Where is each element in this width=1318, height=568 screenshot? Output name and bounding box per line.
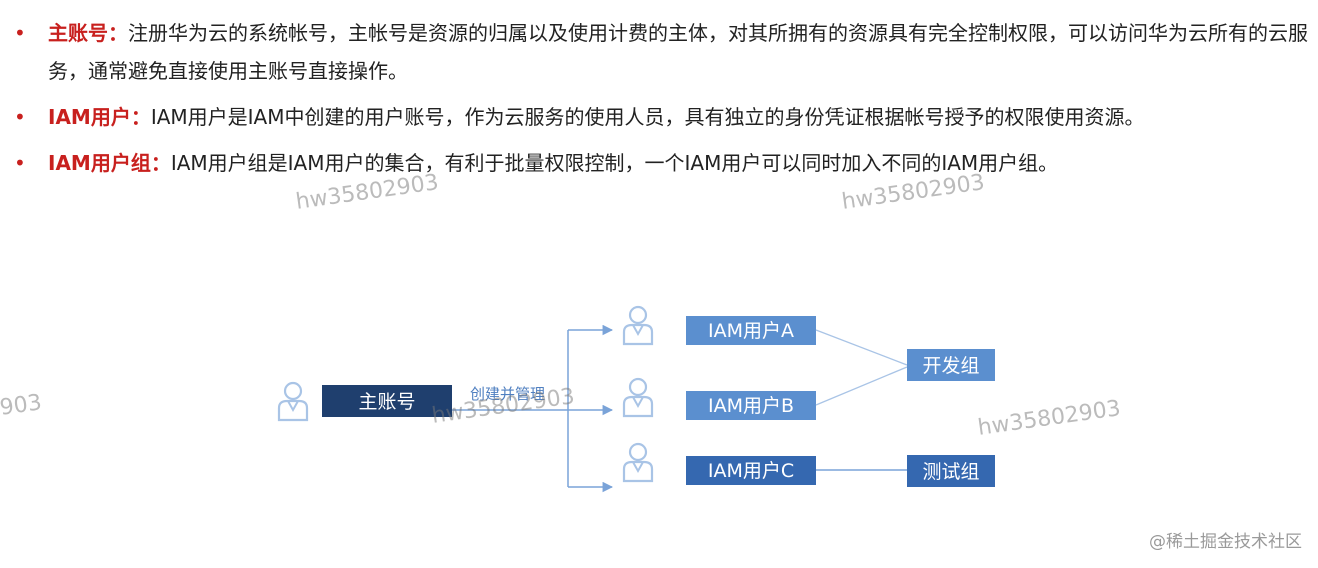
bullet-iam-user: • IAM用户：IAM用户是IAM中创建的用户账号，作为云服务的使用人员，具有独…	[12, 98, 1312, 136]
user-a-person-icon	[622, 305, 654, 346]
bullet-term: 主账号：	[48, 21, 128, 45]
user-b-to-dev-line	[815, 366, 908, 406]
user-b-person-icon	[622, 377, 654, 418]
main-account-label: 主账号	[358, 391, 415, 413]
user-b-box	[686, 391, 816, 420]
user-c-box	[686, 456, 816, 485]
user-a-to-dev-line	[815, 329, 908, 366]
dev-group-label: 开发组	[922, 355, 979, 377]
bullet-iam-group: • IAM用户组：IAM用户组是IAM用户的集合，有利于批量权限控制，一个IAM…	[12, 144, 1312, 182]
user-a-box	[686, 316, 816, 345]
bullet-desc: IAM用户组是IAM用户的集合，有利于批量权限控制，一个IAM用户可以同时加入不…	[170, 151, 1059, 175]
user-a-label: IAM用户A	[708, 320, 794, 342]
test-group-box	[907, 455, 995, 487]
dev-group-box	[907, 349, 995, 381]
bullet-main-account: • 主账号：注册华为云的系统帐号，主帐号是资源的归属以及使用计费的主体，对其所拥…	[12, 14, 1312, 90]
bullet-desc: IAM用户是IAM中创建的用户账号，作为云服务的使用人员，具有独立的身份凭证根据…	[150, 105, 1145, 129]
credit-text: @稀土掘金技术社区	[1149, 532, 1302, 552]
user-c-person-icon	[622, 442, 654, 483]
bullet-list: • 主账号：注册华为云的系统帐号，主帐号是资源的归属以及使用计费的主体，对其所拥…	[12, 14, 1312, 190]
main-account-person-icon	[277, 381, 309, 422]
test-group-label: 测试组	[922, 461, 979, 483]
bullet-term: IAM用户组：	[48, 151, 171, 175]
bullet-term: IAM用户：	[48, 105, 151, 129]
bullet-dot: •	[14, 21, 26, 45]
bullet-desc: 注册华为云的系统帐号，主帐号是资源的归属以及使用计费的主体，对其所拥有的资源具有…	[48, 21, 1308, 83]
user-b-label: IAM用户B	[708, 395, 794, 417]
bullet-dot: •	[14, 105, 26, 129]
user-c-label: IAM用户C	[708, 460, 794, 482]
main-account-box	[322, 385, 452, 417]
create-manage-label: 创建并管理	[470, 385, 545, 403]
bullet-dot: •	[14, 151, 26, 175]
